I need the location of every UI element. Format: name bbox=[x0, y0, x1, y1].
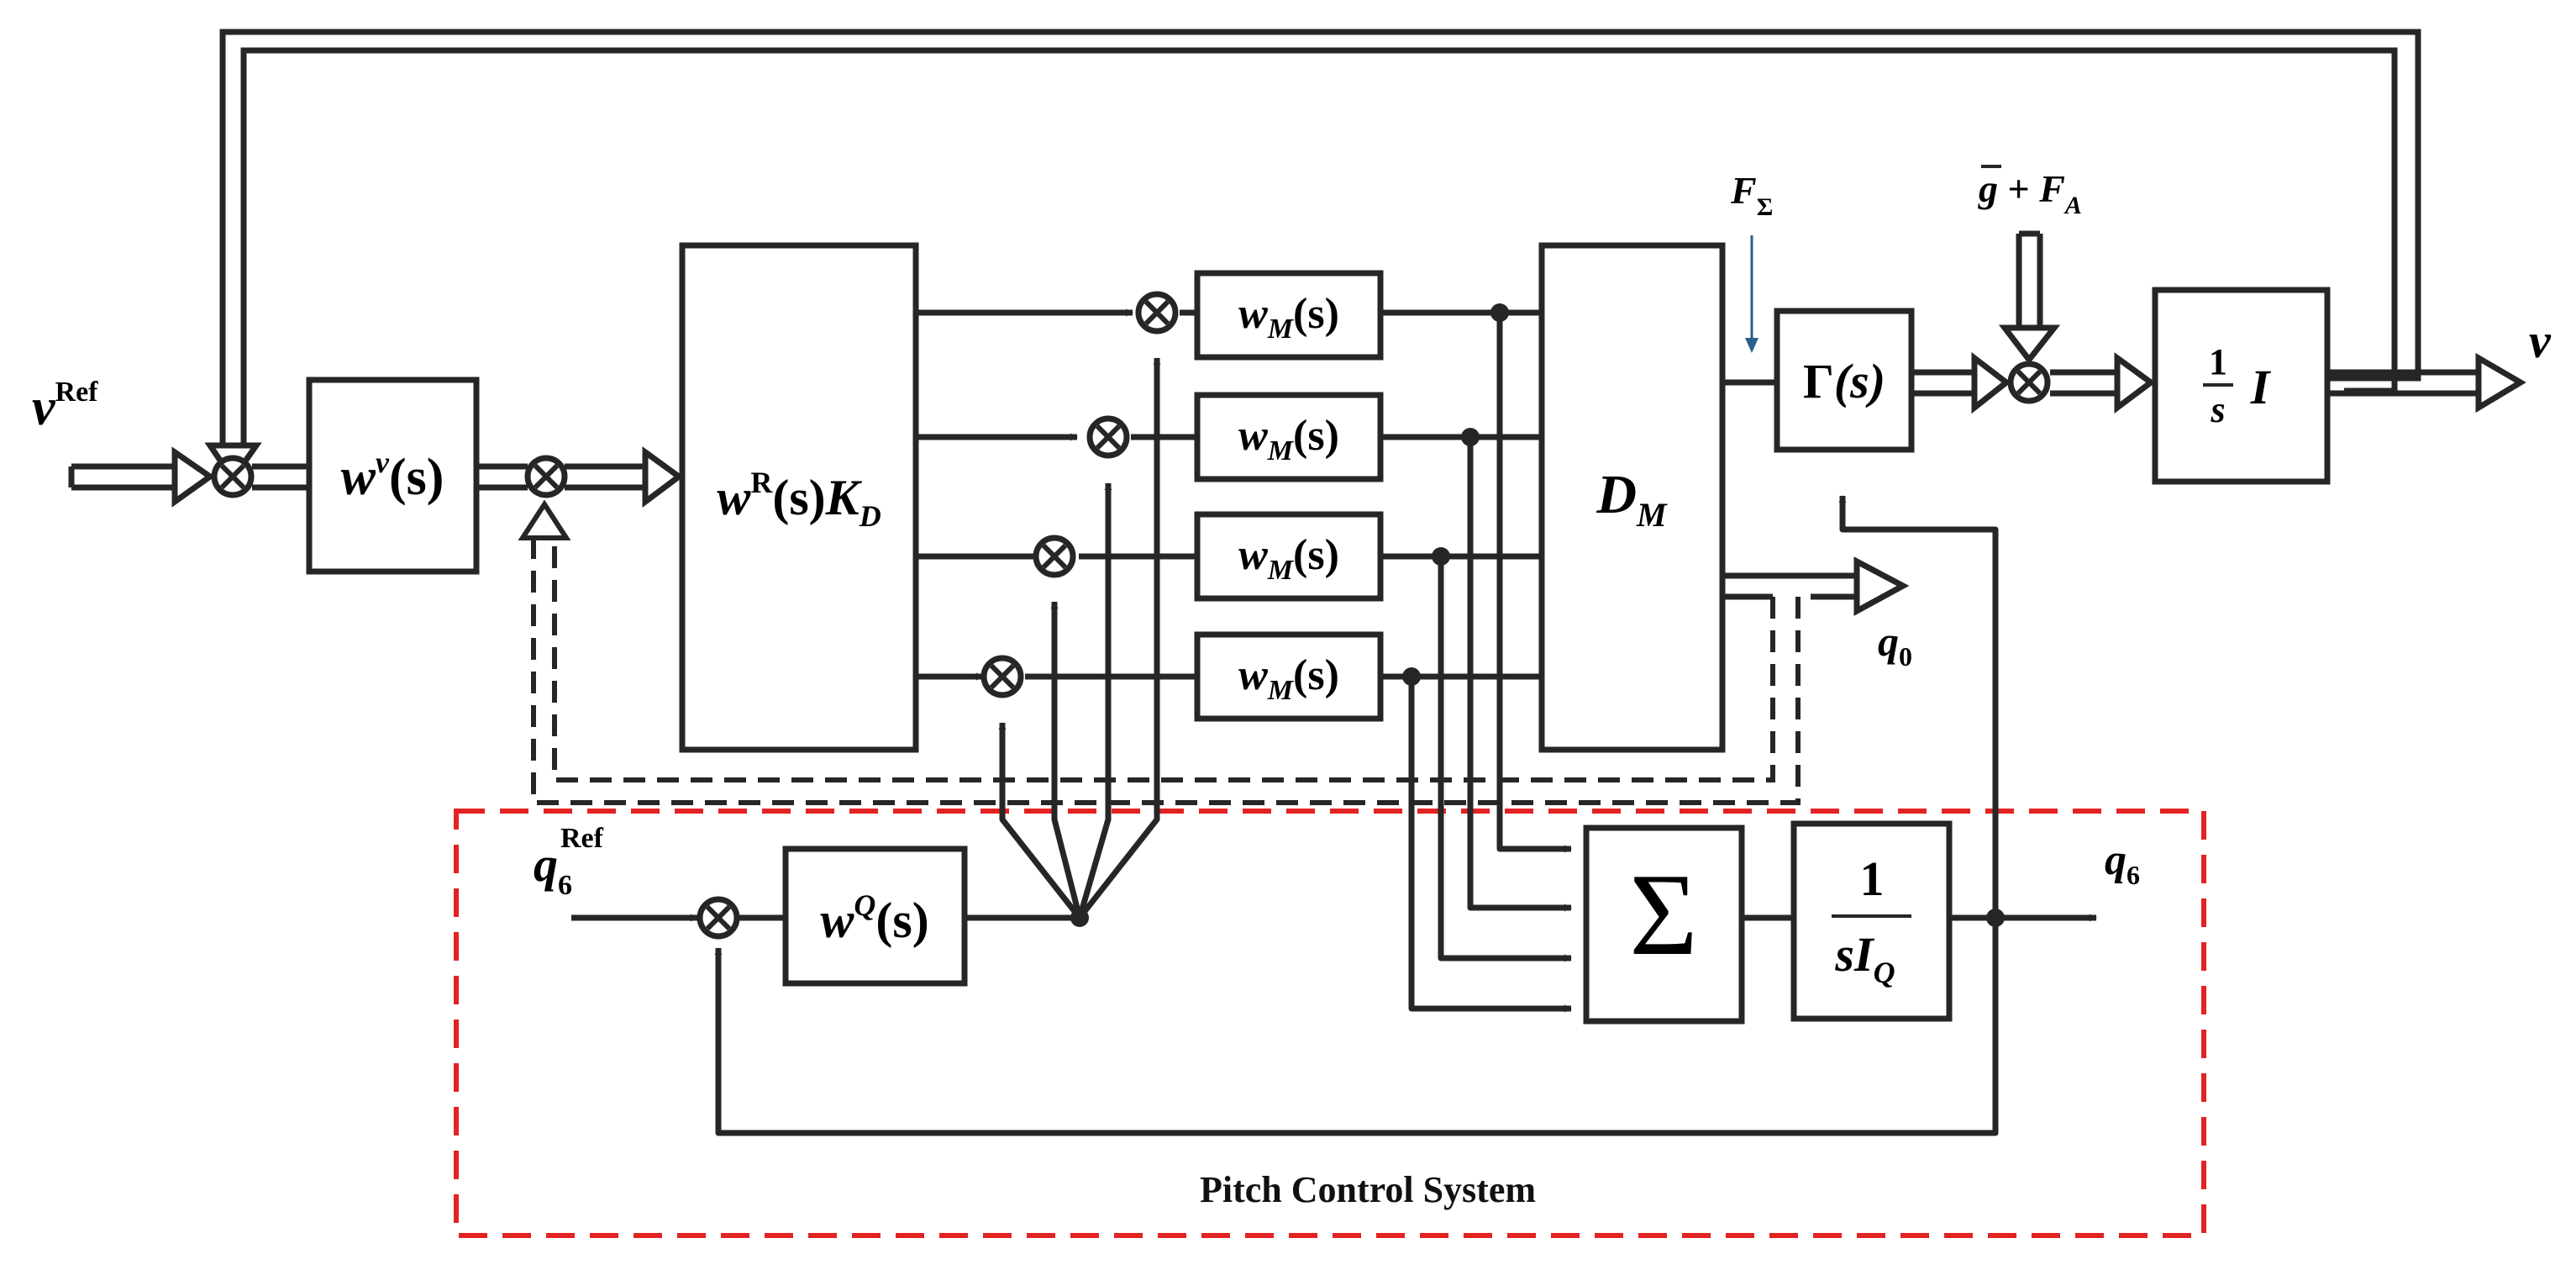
output-v-label: v bbox=[2529, 313, 2552, 368]
main-double-paths bbox=[68, 230, 2479, 600]
block-wm-3 bbox=[1194, 511, 1384, 602]
block-wm-3-label: wM(s) bbox=[1238, 531, 1339, 586]
sum-junction-4 bbox=[980, 655, 1024, 698]
block-int-v-label: 1 s I bbox=[2203, 341, 2272, 430]
block-wm-4 bbox=[1194, 631, 1384, 722]
signal-lines bbox=[571, 308, 2097, 1136]
svg-text:g + FA: g + FA bbox=[1978, 167, 2082, 219]
output-q0-label: q0 bbox=[1878, 618, 1912, 672]
block-wm-1 bbox=[1194, 270, 1384, 361]
block-sum bbox=[1583, 825, 1745, 1025]
sum-junction-velocity bbox=[524, 455, 568, 498]
block-wr-kd bbox=[679, 242, 919, 753]
junction-dots bbox=[1070, 303, 2005, 927]
svg-text:sIQ: sIQ bbox=[1834, 927, 1895, 989]
block-wv bbox=[306, 377, 480, 575]
input-f-sigma-label: FΣ bbox=[1730, 169, 1773, 221]
blocks bbox=[306, 242, 2331, 1025]
f-sigma-arrow bbox=[1745, 235, 1759, 353]
sum-junction-gravity bbox=[2007, 361, 2051, 404]
block-gamma bbox=[1774, 308, 1915, 453]
double-arrowheads bbox=[171, 324, 2526, 616]
block-gamma-label: Γ(s) bbox=[1803, 354, 1885, 408]
sum-junction-vref bbox=[211, 455, 255, 498]
svg-text:1: 1 bbox=[2209, 341, 2227, 382]
block-wm-2-label: wM(s) bbox=[1238, 412, 1339, 466]
block-wv-label: wv(s) bbox=[341, 445, 444, 506]
velocity-feedback-loop bbox=[219, 29, 2421, 445]
block-wm-2 bbox=[1194, 392, 1384, 482]
output-q6-label: q6 bbox=[2105, 836, 2140, 890]
dashed-feedback-arrowhead bbox=[518, 499, 571, 540]
dashed-feedback-q0 bbox=[531, 538, 1801, 805]
svg-text:I: I bbox=[2250, 360, 2272, 414]
sum-junction-1 bbox=[1135, 291, 1179, 335]
input-v-ref-label: vRef bbox=[32, 377, 98, 436]
block-wr-kd-label: wR(s)KD bbox=[717, 466, 881, 533]
block-int-v bbox=[2152, 287, 2331, 485]
block-wm-1-label: wM(s) bbox=[1238, 290, 1339, 345]
svg-text:s: s bbox=[2210, 389, 2225, 430]
pitch-control-label: Pitch Control System bbox=[1200, 1169, 1536, 1210]
sum-junction-3 bbox=[1033, 535, 1076, 578]
sum-junction-2 bbox=[1086, 415, 1130, 459]
block-int-q bbox=[1790, 820, 1953, 1022]
block-wq-label: wQ(s) bbox=[820, 888, 928, 948]
block-dm bbox=[1538, 242, 1726, 753]
block-sum-label: Σ bbox=[1629, 850, 1697, 980]
block-wm-4-label: wM(s) bbox=[1238, 651, 1339, 706]
input-g-fa-label: g + FA bbox=[1978, 165, 2082, 219]
block-dm-label: DM bbox=[1596, 464, 1668, 534]
input-q6-ref-label: q6 bbox=[534, 837, 572, 901]
input-q6-ref-sup: Ref bbox=[560, 823, 604, 854]
summing-junctions bbox=[211, 291, 2051, 940]
block-wq bbox=[782, 846, 968, 987]
svg-text:1: 1 bbox=[1860, 851, 1885, 906]
block-int-q-label: 1 sIQ bbox=[1832, 851, 1911, 989]
sum-junction-pitch bbox=[697, 896, 740, 940]
pitch-control-region bbox=[454, 809, 2206, 1238]
